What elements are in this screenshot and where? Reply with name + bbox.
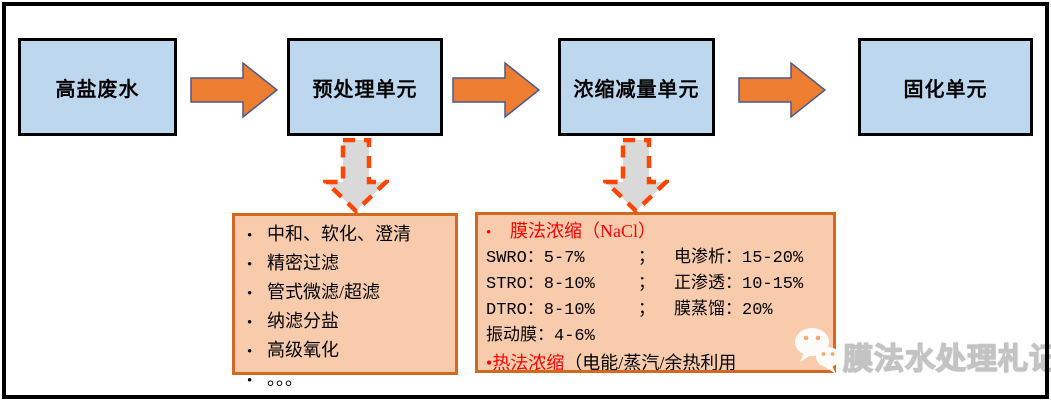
bullet-icon: • <box>486 225 492 241</box>
down-arrow-dashed-icon <box>323 138 389 214</box>
list-item: • 高级氧化 <box>247 337 449 366</box>
list-item-label: 。。。 <box>267 369 303 389</box>
node-feed-water: 高盐废水 <box>18 38 177 136</box>
bullet-icon: • <box>486 353 493 373</box>
bullet-icon: • <box>247 373 253 389</box>
bullet-icon: • <box>247 257 253 273</box>
thermal-heading-row: • 热法浓缩 （电能/蒸汽/余热利用 <box>486 350 833 373</box>
thermal-heading-suffix: （电能/蒸汽/余热利用 <box>564 353 737 373</box>
data-row: SWRO：5-7% ； 电渗析：15-20% <box>486 246 833 272</box>
list-item-label: 纳滤分盐 <box>267 311 339 331</box>
row-left-value: STRO：8-10% <box>486 275 595 294</box>
node-pretreatment-unit: 预处理单元 <box>287 38 443 136</box>
concentration-detail-box: • 膜法浓缩（NaCl） SWRO：5-7% ； 电渗析：15-20% STRO… <box>475 212 836 373</box>
data-row: STRO：8-10% ； 正渗透：10-15% <box>486 272 833 298</box>
bullet-icon: • <box>247 315 253 331</box>
wechat-bubbles-icon <box>795 328 840 374</box>
pretreatment-detail-box: • 中和、软化、澄清 • 精密过滤 • 管式微滤/超滤 • 纳滤分盐 • 高级氧… <box>232 213 458 389</box>
watermark-label: 膜法水处理札记 <box>842 342 1051 376</box>
row-left-value: DTRO：8-10% <box>486 301 595 320</box>
node-label: 固化单元 <box>903 78 988 101</box>
bullet-icon: • <box>247 286 253 302</box>
list-item-label: 高级氧化 <box>267 340 339 360</box>
list-item-label: 中和、软化、澄清 <box>267 224 411 244</box>
data-row: 振动膜：4-6% <box>486 324 833 350</box>
row-right-value: 正渗透：10-15% <box>674 275 804 294</box>
node-concentration-unit: 浓缩减量单元 <box>558 38 715 136</box>
node-label: 高盐废水 <box>55 78 140 101</box>
row-right-value: 电渗析：15-20% <box>674 249 804 268</box>
down-arrow-dashed-icon <box>603 138 669 214</box>
bullet-icon: • <box>247 344 253 360</box>
row-separator: ； <box>638 249 655 268</box>
right-arrow-icon <box>452 61 540 119</box>
list-item-label: 精密过滤 <box>267 253 339 273</box>
list-item: • 纳滤分盐 <box>247 308 449 337</box>
list-item: • 精密过滤 <box>247 250 449 279</box>
node-solidification-unit: 固化单元 <box>858 38 1033 136</box>
list-item: • 中和、软化、澄清 <box>247 221 449 250</box>
list-item-label: 管式微滤/超滤 <box>267 282 381 302</box>
data-row: DTRO：8-10% ； 膜蒸馏：20% <box>486 298 833 324</box>
node-label: 浓缩减量单元 <box>573 78 700 101</box>
right-arrow-icon <box>190 61 278 119</box>
row-separator: ； <box>638 301 655 320</box>
right-arrow-icon <box>738 61 826 119</box>
row-left-value: 振动膜：4-6% <box>486 327 595 346</box>
list-item: • 。。。 <box>247 366 449 395</box>
list-item: • 管式微滤/超滤 <box>247 279 449 308</box>
row-separator: ； <box>638 275 655 294</box>
node-label: 预处理单元 <box>312 78 418 101</box>
bullet-icon: • <box>247 228 253 244</box>
membrane-heading-label: 膜法浓缩（NaCl） <box>510 221 656 241</box>
row-left-value: SWRO：5-7% <box>486 249 585 268</box>
thermal-heading-label: 热法浓缩 <box>492 353 565 373</box>
membrane-heading-row: • 膜法浓缩（NaCl） <box>486 218 833 246</box>
row-right-value: 膜蒸馏：20% <box>674 301 773 320</box>
